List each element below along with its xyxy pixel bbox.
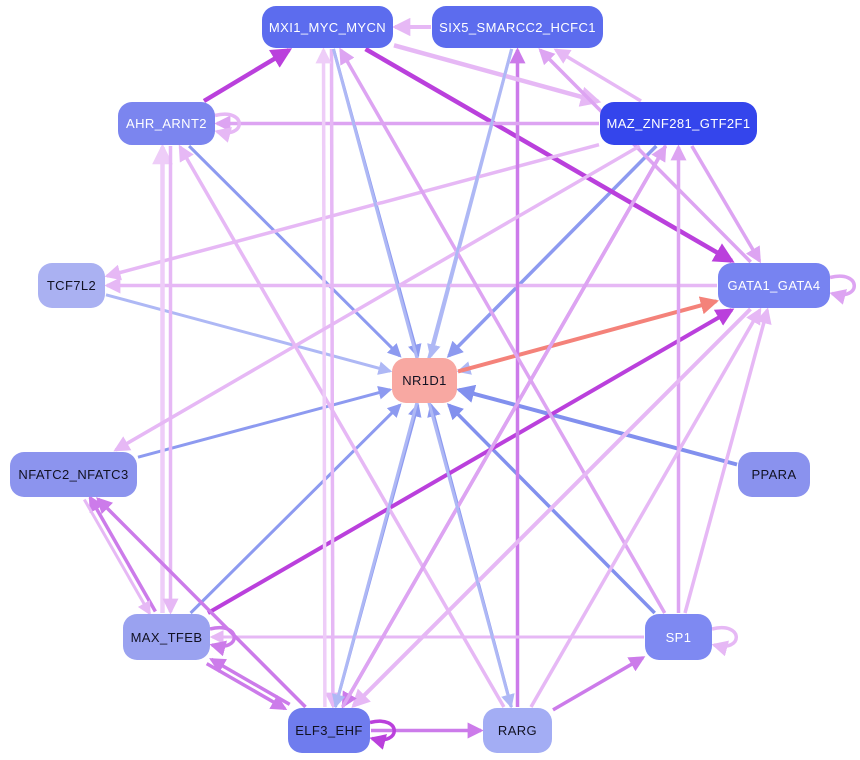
node-mxi1-myc-mycn[interactable]: MXI1_MYC_MYCN [262, 6, 393, 48]
edge-elf3-max[interactable] [209, 657, 291, 706]
edge-ahr-mxi1[interactable] [202, 48, 293, 103]
edge-elf3-mxi1[interactable] [315, 47, 332, 708]
node-gata1-gata4[interactable]: GATA1_GATA4 [718, 263, 830, 308]
node-ahr-arnt2[interactable]: AHR_ARNT2 [118, 102, 215, 145]
node-maz-znf281-gtf2f1[interactable]: MAZ_ZNF281_GTF2F1 [600, 102, 757, 145]
self-loop-ahr[interactable] [214, 112, 241, 143]
edge-maz-nfatc2[interactable] [113, 144, 641, 452]
edge-mxi1-gata1[interactable] [364, 47, 735, 263]
self-loop-gata1[interactable] [829, 274, 856, 305]
edge-max-nr1d1[interactable] [189, 403, 402, 615]
node-ppara[interactable]: PPARA [738, 452, 810, 497]
self-loop-sp1[interactable] [711, 625, 738, 657]
self-loop-max[interactable] [209, 625, 236, 657]
node-tcf7l2[interactable]: TCF7L2 [38, 263, 105, 308]
edge-rarg-ahr[interactable] [178, 144, 506, 708]
edge-tcf7l2-nr1d1[interactable] [105, 293, 393, 375]
edge-nr1d1-gata1[interactable] [457, 296, 719, 374]
edge-sp1-gata1[interactable] [683, 307, 772, 614]
node-elf3-ehf[interactable]: ELF3_EHF [288, 708, 370, 753]
edge-nfatc2-nr1d1[interactable] [137, 386, 393, 459]
edge-sp1-mxi1[interactable] [339, 47, 667, 614]
edge-maz-tcf7l2[interactable] [104, 143, 600, 281]
edge-max-nfatc2[interactable] [88, 495, 157, 613]
edge-ahr-nr1d1[interactable] [188, 144, 402, 358]
edge-elf3-nfatc2[interactable] [96, 497, 307, 709]
node-six5-smarcc2-hcfc1[interactable]: SIX5_SMARCC2_HCFC1 [432, 6, 603, 48]
node-nfatc2-nfatc3[interactable]: NFATC2_NFATC3 [10, 452, 137, 497]
edge-mxi1-elf3[interactable] [324, 48, 341, 709]
edge-mxi1-maz[interactable] [393, 43, 602, 107]
edge-elf3-maz[interactable] [340, 144, 667, 708]
edge-maz-nr1d1[interactable] [446, 144, 658, 358]
edge-maz-gata1[interactable] [690, 145, 762, 264]
node-sp1[interactable]: SP1 [645, 614, 712, 660]
edge-gata1-elf3[interactable] [351, 307, 752, 709]
edge-gata1-six5[interactable] [538, 48, 752, 264]
edge-maz-six5[interactable] [553, 48, 642, 103]
node-max-tfeb[interactable]: MAX_TFEB [123, 614, 210, 660]
edge-ppara-nr1d1[interactable] [456, 384, 738, 467]
node-rarg[interactable]: RARG [483, 708, 552, 753]
edge-nfatc2-max[interactable] [82, 498, 151, 616]
edge-max-elf3[interactable] [205, 662, 288, 711]
edge-rarg-gata1[interactable] [529, 307, 762, 708]
self-loop-elf3[interactable] [369, 719, 396, 750]
edge-max-gata1[interactable] [206, 308, 735, 615]
edge-rarg-sp1[interactable] [552, 656, 646, 712]
node-nr1d1[interactable]: NR1D1 [392, 358, 457, 403]
